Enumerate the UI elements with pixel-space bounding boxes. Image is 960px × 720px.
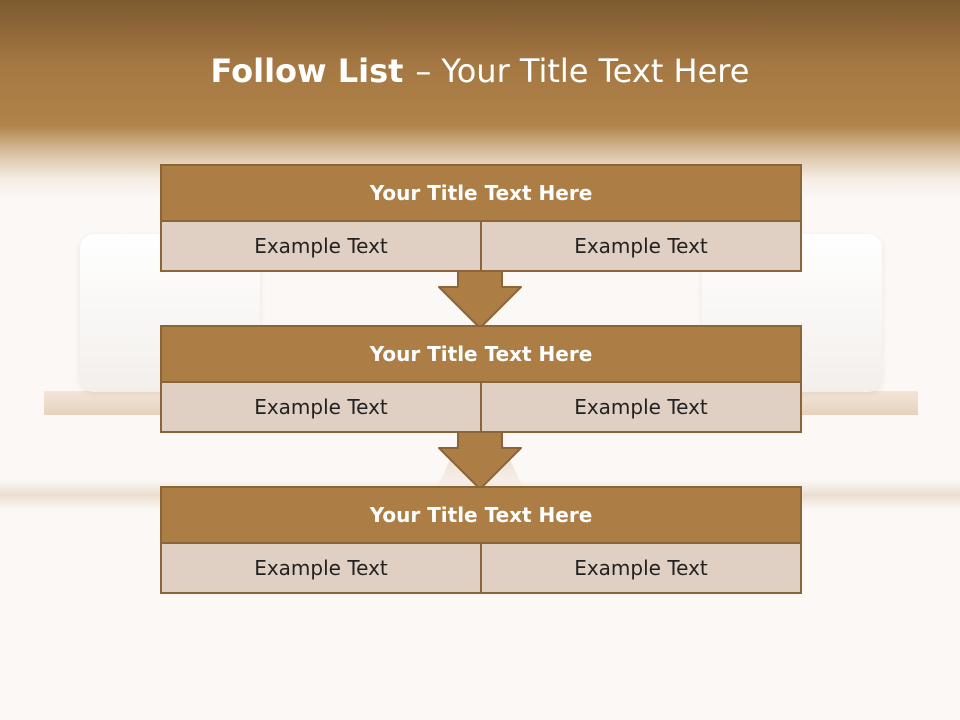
down-arrow-icon <box>438 270 522 329</box>
slide-title-rest: Your Title Text Here <box>441 52 750 90</box>
flow-block-1: Your Title Text Here Example Text Exampl… <box>160 164 802 272</box>
flow-block-cell-left: Example Text <box>162 383 480 431</box>
flow-block-2: Your Title Text Here Example Text Exampl… <box>160 325 802 433</box>
flow-block-title: Your Title Text Here <box>162 166 800 222</box>
flow-block-title: Your Title Text Here <box>162 327 800 383</box>
flow-block-cell-right: Example Text <box>480 222 800 270</box>
flow-block-cell-left: Example Text <box>162 222 480 270</box>
flow-block-3: Your Title Text Here Example Text Exampl… <box>160 486 802 594</box>
background-shelf-left <box>44 391 162 415</box>
slide-title-bold: Follow List <box>210 52 404 90</box>
flow-block-cell-right: Example Text <box>480 544 800 592</box>
flow-block-title: Your Title Text Here <box>162 488 800 544</box>
slide-title-dash: – <box>415 52 432 90</box>
flow-block-cell-left: Example Text <box>162 544 480 592</box>
slide-title: Follow List–Your Title Text Here <box>0 52 960 90</box>
background-shelf-right <box>800 391 918 415</box>
down-arrow-icon <box>438 431 522 490</box>
flow-block-cell-right: Example Text <box>480 383 800 431</box>
